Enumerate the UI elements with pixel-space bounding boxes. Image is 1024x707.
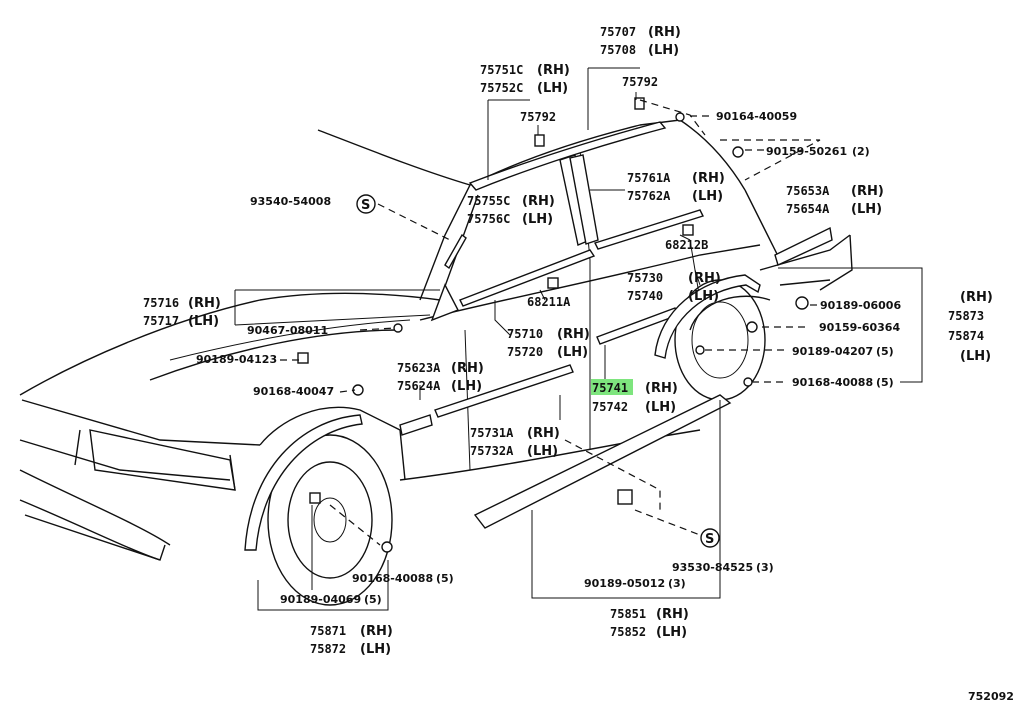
label-75716: 75716 [143, 296, 179, 310]
side-label: (LH) [656, 625, 687, 640]
side-label: (5) [876, 345, 894, 358]
side-label: (LH) [360, 642, 391, 657]
side-label: (RH) [960, 290, 993, 305]
label-75792-top: 75792 [622, 75, 658, 89]
side-label: (3) [756, 561, 774, 574]
side-label: (RH) [688, 271, 721, 286]
side-label: (LH) [692, 189, 723, 204]
side-label: (5) [436, 572, 454, 585]
side-label: (RH) [692, 171, 725, 186]
side-label: (RH) [451, 361, 484, 376]
label-90159-50261: 90159-50261 [766, 145, 847, 158]
side-label: (LH) [557, 345, 588, 360]
side-label: (RH) [648, 25, 681, 40]
label-75710: 75710 [507, 327, 543, 341]
side-label: (RH) [557, 327, 590, 342]
side-label: (2) [852, 145, 870, 158]
label-90189-06006: 90189-06006 [820, 299, 901, 312]
side-label: (LH) [527, 444, 558, 459]
side-label: (LH) [188, 314, 219, 329]
side-label: (5) [876, 376, 894, 389]
label-75740: 75740 [627, 289, 663, 303]
side-label: (RH) [188, 296, 221, 311]
label-90467-08011: 90467-08011 [247, 324, 328, 337]
moulding-parts [244, 97, 833, 553]
label-93540-54008: 93540-54008 [250, 195, 331, 208]
side-label: (RH) [656, 607, 689, 622]
label-90189-04069: 90189-04069 [280, 593, 361, 606]
label-75623a: 75623A [397, 361, 441, 375]
side-label: (LH) [960, 349, 991, 364]
diagram-code: 752092 [968, 690, 1014, 703]
label-75741: 75741 [592, 381, 628, 395]
side-label: (RH) [537, 63, 570, 78]
label-75720: 75720 [507, 345, 543, 359]
side-label: (RH) [522, 194, 555, 209]
part-labels: 75707 (RH) 75708 (LH) 75751C (RH) 75752C… [143, 25, 1014, 703]
label-75624a: 75624A [397, 379, 441, 393]
side-label: (3) [668, 577, 686, 590]
label-68212b: 68212B [665, 238, 708, 252]
side-label: (LH) [537, 81, 568, 96]
label-75731a: 75731A [470, 426, 514, 440]
highlight-75741 [591, 379, 633, 395]
label-93530-84525: 93530-84525 [672, 561, 753, 574]
label-75717: 75717 [143, 314, 179, 328]
label-90168-40088-rear: 90168-40088 [792, 376, 873, 389]
side-label: S [361, 198, 370, 213]
label-90168-40088-front: 90168-40088 [352, 572, 433, 585]
label-75653a: 75653A [786, 184, 830, 198]
label-75871: 75871 [310, 624, 346, 638]
label-90164-40059: 90164-40059 [716, 110, 797, 123]
label-75752c: 75752C [480, 81, 523, 95]
label-75852: 75852 [610, 625, 646, 639]
label-75654a: 75654A [786, 202, 830, 216]
side-label: (LH) [645, 400, 676, 415]
label-75755c: 75755C [467, 194, 510, 208]
label-75756c: 75756C [467, 212, 510, 226]
label-90189-04207: 90189-04207 [792, 345, 873, 358]
label-75851: 75851 [610, 607, 646, 621]
s-symbol-bottom: S [700, 528, 720, 548]
side-label: (RH) [645, 381, 678, 396]
label-75873: 75873 [948, 309, 984, 323]
label-90159-60364: 90159-60364 [819, 321, 900, 334]
front-wheel [267, 434, 393, 606]
side-label: (RH) [851, 184, 884, 199]
side-label: (RH) [360, 624, 393, 639]
side-label: (LH) [522, 212, 553, 227]
label-75742: 75742 [592, 400, 628, 414]
side-label: (RH) [527, 426, 560, 441]
s-symbol-top: S [356, 194, 376, 214]
label-75874: 75874 [948, 329, 984, 343]
leader-lines [234, 67, 923, 611]
label-75730: 75730 [627, 271, 663, 285]
label-75707: 75707 [600, 25, 636, 39]
label-75872: 75872 [310, 642, 346, 656]
label-75708: 75708 [600, 43, 636, 57]
car-body-outline [19, 119, 853, 561]
label-75762a: 75762A [627, 189, 671, 203]
label-90168-40047: 90168-40047 [253, 385, 334, 398]
label-75761a: 75761A [627, 171, 671, 185]
side-label: (LH) [851, 202, 882, 217]
side-label: (5) [364, 593, 382, 606]
label-90189-04123: 90189-04123 [196, 353, 277, 366]
side-label: (LH) [648, 43, 679, 58]
label-90189-05012: 90189-05012 [584, 577, 665, 590]
side-label: S [705, 532, 714, 547]
side-label: (LH) [688, 289, 719, 304]
label-75792-left: 75792 [520, 110, 556, 124]
label-68211a: 68211A [527, 295, 571, 309]
label-75732a: 75732A [470, 444, 514, 458]
side-label: (LH) [451, 379, 482, 394]
label-75751c: 75751C [480, 63, 523, 77]
